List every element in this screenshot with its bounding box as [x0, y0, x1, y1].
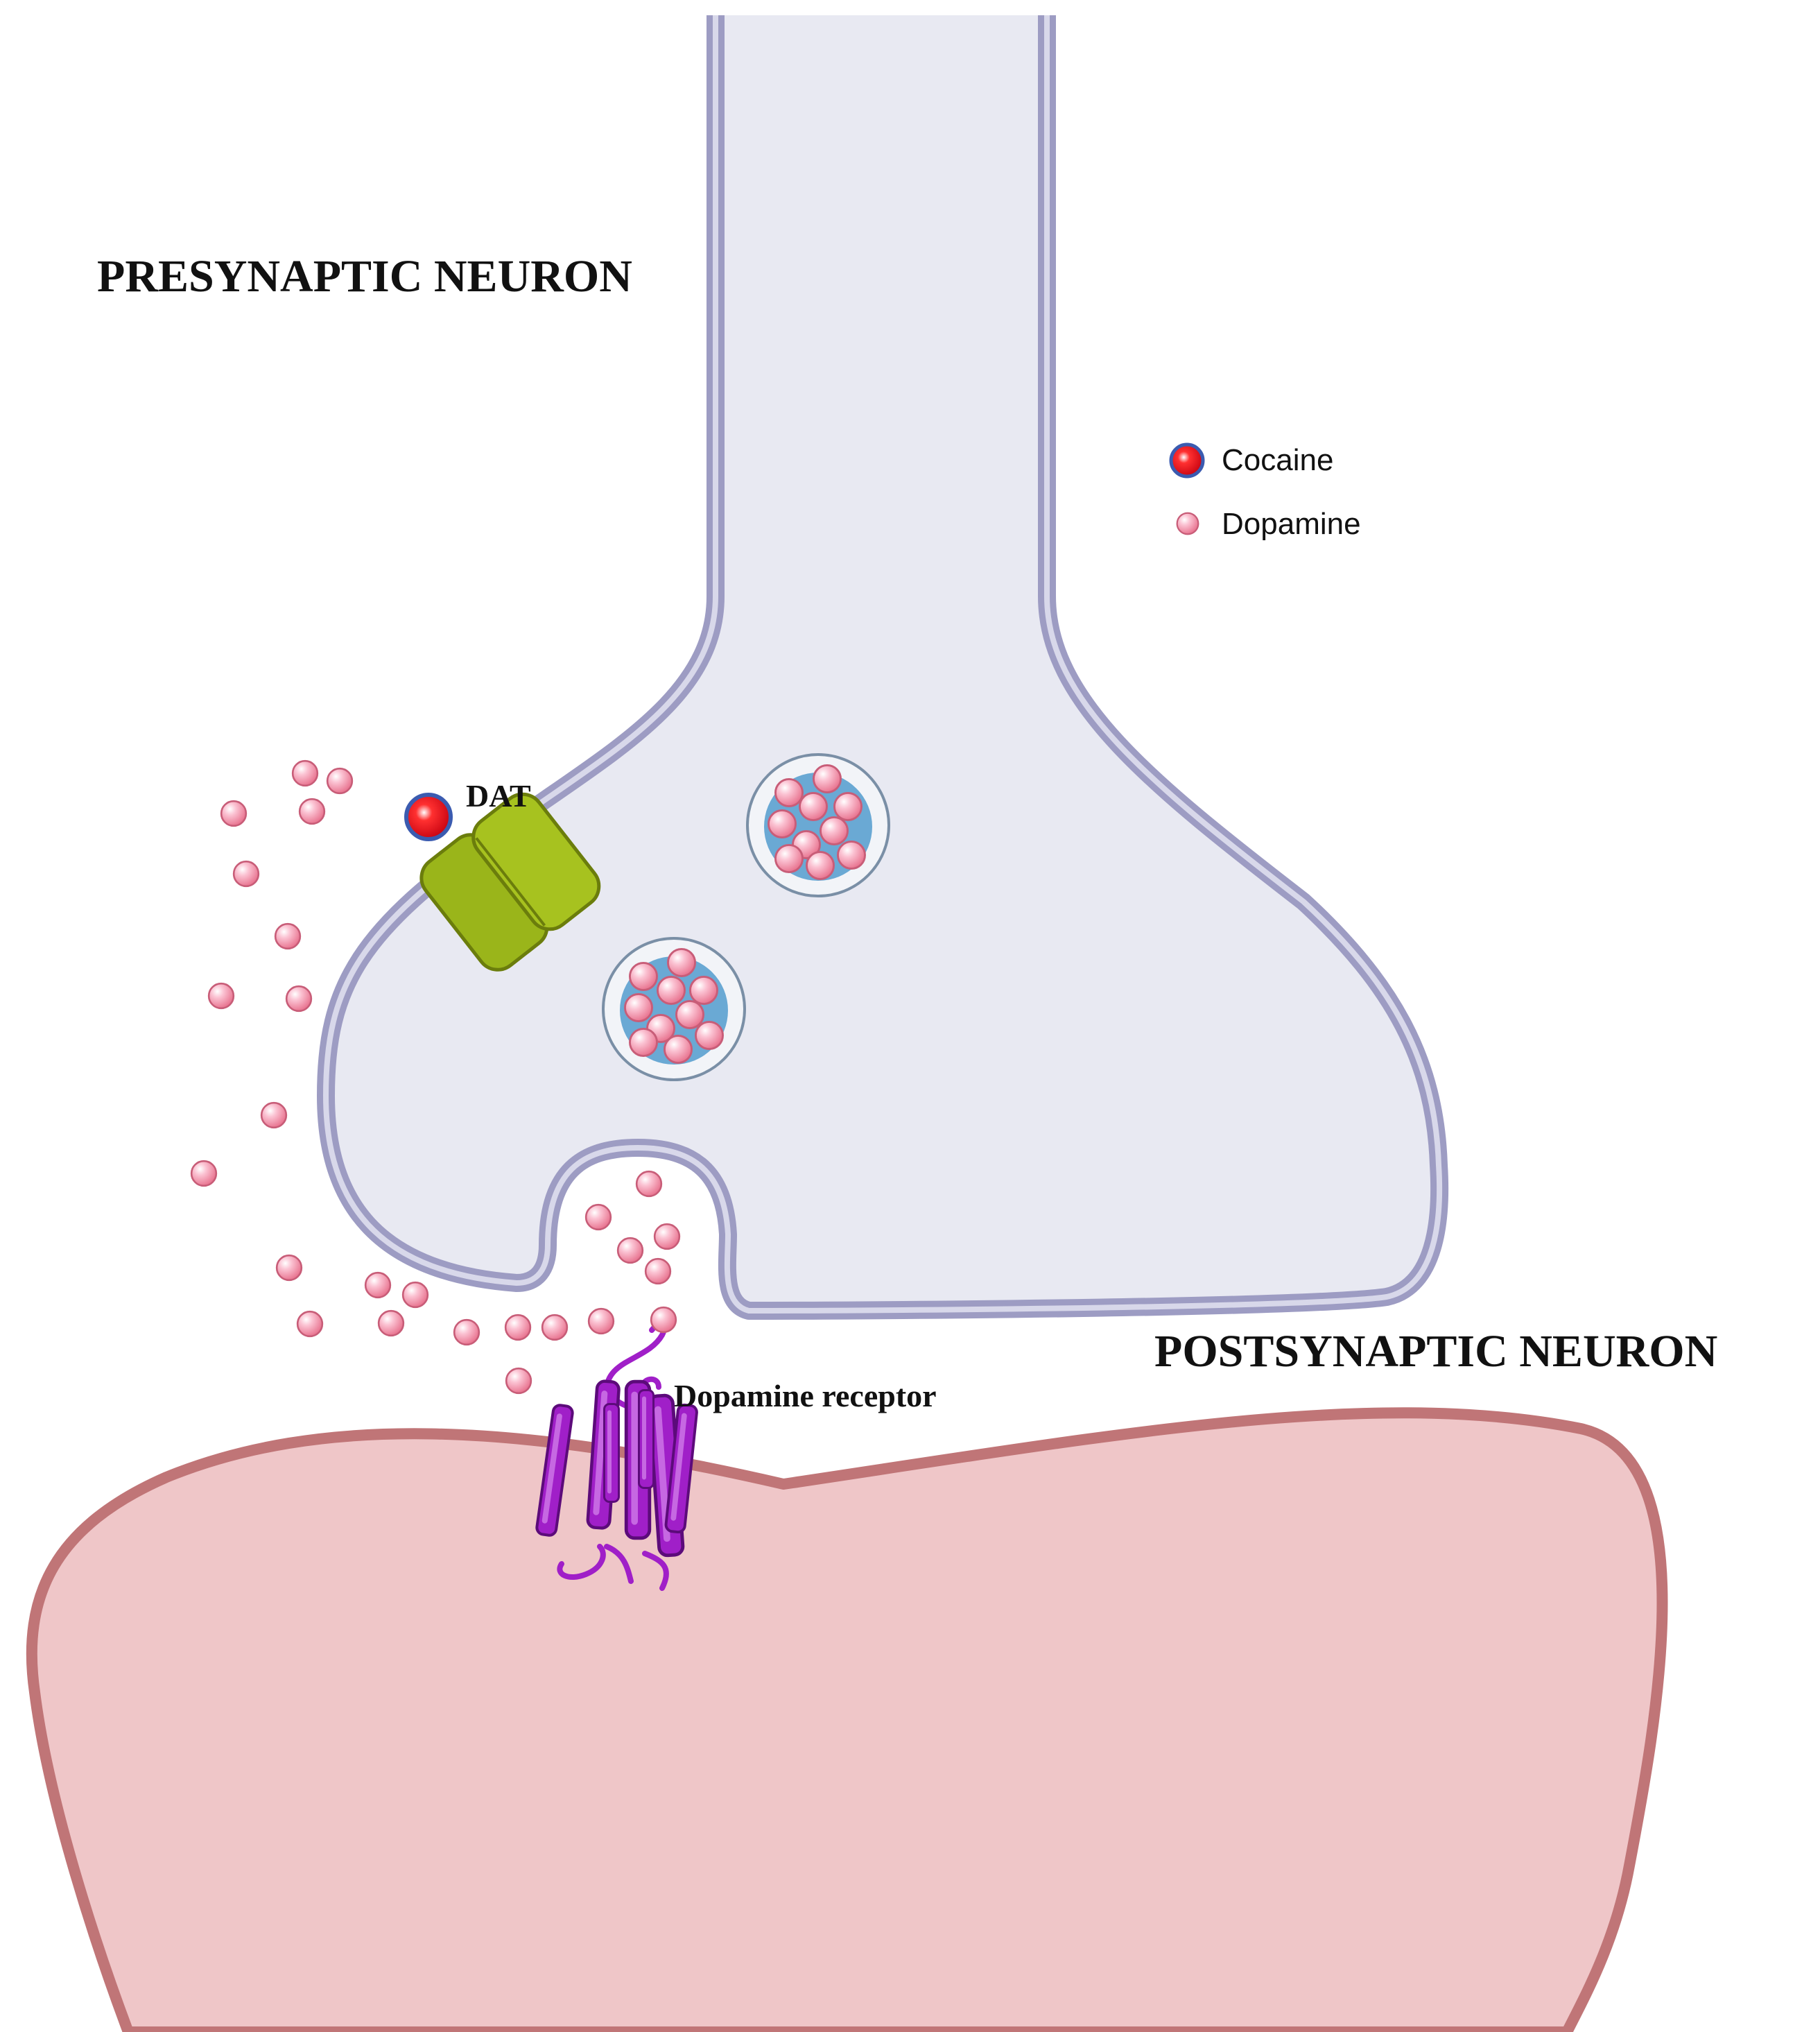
dopamine-molecule: [275, 1254, 303, 1282]
dopamine-molecule: [505, 1367, 532, 1395]
presynaptic-neuron: [317, 15, 1449, 1320]
dopamine-molecule: [453, 1318, 480, 1346]
dopamine-molecule: [377, 1309, 405, 1337]
dopamine-molecule: [635, 1170, 663, 1198]
dopamine-molecule: [667, 948, 696, 977]
cocaine-molecule: [404, 793, 453, 841]
dopamine-molecule: [768, 809, 797, 838]
dopamine-molecule: [644, 1257, 672, 1285]
dat-transporter: [419, 792, 601, 972]
dopamine-molecule: [629, 1028, 658, 1057]
dopamine-molecule: [624, 993, 653, 1022]
receptor-label: Dopamine receptor: [674, 1378, 937, 1413]
dopamine-molecule: [675, 1000, 704, 1029]
vesicle: [746, 753, 890, 897]
dopamine-molecule: [657, 976, 686, 1005]
dopamine-molecule: [232, 860, 260, 888]
dopamine-molecule: [774, 778, 804, 807]
dopamine-legend-icon: [1176, 512, 1199, 535]
dopamine-molecule: [813, 764, 842, 793]
presynaptic-membrane-inner: [323, 15, 1443, 1314]
dopamine-molecule: [806, 851, 835, 880]
dopamine-molecule: [650, 1306, 677, 1334]
dopamine-molecule: [504, 1314, 532, 1341]
legend-label-cocaine: Cocaine: [1222, 443, 1333, 477]
dopamine-molecule: [833, 792, 863, 821]
dopamine-molecule: [541, 1314, 569, 1341]
dopamine-molecule: [207, 982, 235, 1010]
dopamine-molecule: [274, 922, 302, 950]
dopamine-molecule: [260, 1101, 288, 1129]
dat-label: DAT: [466, 778, 531, 813]
cocaine-legend-icon: [1169, 442, 1205, 479]
dopamine-molecule: [291, 759, 319, 787]
dopamine-molecule: [364, 1271, 392, 1299]
dopamine-molecule: [401, 1281, 429, 1309]
dopamine-molecule: [689, 976, 718, 1005]
dopamine-molecule: [296, 1310, 324, 1338]
dopamine-molecule: [584, 1203, 612, 1231]
dopamine-molecule: [820, 816, 849, 845]
presynaptic-label: PRESYNAPTIC NEURON: [97, 251, 632, 302]
dopamine-molecule: [298, 798, 326, 825]
legend-item-cocaine: Cocaine: [1169, 442, 1333, 479]
dopamine-molecule: [285, 985, 313, 1013]
legend-label-dopamine: Dopamine: [1222, 507, 1361, 541]
legend: Cocaine Dopamine: [1169, 442, 1361, 541]
dopamine-molecule: [616, 1237, 644, 1264]
dopamine-molecule: [774, 844, 804, 873]
dopamine-molecule: [326, 767, 354, 795]
dopamine-molecule: [799, 792, 828, 821]
legend-item-dopamine: Dopamine: [1176, 507, 1361, 541]
postsynaptic-neuron: [26, 1407, 1668, 2032]
dopamine-molecule: [629, 962, 658, 991]
dopamine-receptor: [536, 1321, 697, 1591]
dopamine-molecule: [664, 1035, 693, 1064]
dopamine-molecule: [190, 1160, 218, 1187]
postsynaptic-label: POSTSYNAPTIC NEURON: [1154, 1326, 1717, 1377]
vesicle: [602, 937, 746, 1081]
dopamine-molecule: [837, 841, 866, 870]
dopamine-molecule: [695, 1021, 724, 1050]
dopamine-molecule: [587, 1307, 615, 1335]
dopamine-molecule: [653, 1223, 681, 1250]
dopamine-molecule: [220, 800, 248, 827]
